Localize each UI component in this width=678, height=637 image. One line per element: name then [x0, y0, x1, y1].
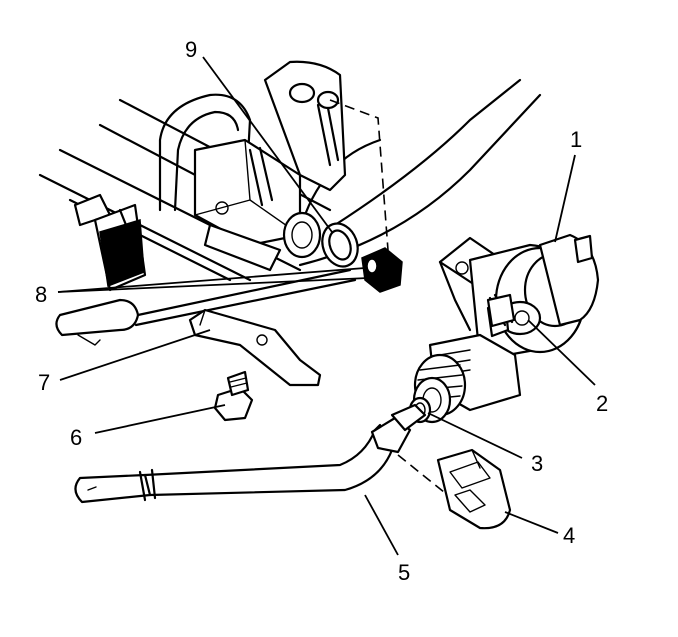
leader-lines	[57, 56, 596, 556]
callout-9: 9	[185, 37, 197, 62]
callout-5: 5	[398, 560, 410, 585]
callout-3: 3	[531, 451, 543, 476]
fuel-return-pipe	[74, 403, 427, 504]
leader-line-7	[59, 329, 211, 381]
leader-line-2	[527, 319, 596, 386]
callout-2: 2	[596, 391, 608, 416]
mounting-bracket	[188, 308, 322, 387]
alignment-line-upper	[329, 99, 389, 251]
fitting-nut	[361, 247, 403, 293]
leader-line-6	[94, 404, 226, 434]
regulator-threaded-body	[412, 333, 522, 424]
callout-1: 1	[570, 127, 582, 152]
regulator-screw	[486, 293, 516, 328]
callout-6: 6	[70, 425, 82, 450]
retainer-clip	[436, 448, 512, 530]
leader-line-8b	[57, 277, 369, 293]
fuel-rail-assembly	[38, 60, 542, 346]
callout-4: 4	[563, 523, 575, 548]
callout-8: 8	[35, 282, 47, 307]
callout-7: 7	[38, 370, 50, 395]
leader-line-5	[364, 494, 399, 556]
leader-line-9	[202, 56, 333, 233]
leader-line-1	[554, 154, 576, 243]
leader-line-3	[427, 412, 523, 459]
bolt	[213, 370, 254, 422]
leader-line-4	[504, 511, 559, 534]
leader-line-8a	[57, 267, 366, 293]
callout-labels: 1 2 3 4 5 6 7 8 9	[35, 37, 608, 585]
o-ring-seal	[321, 222, 359, 268]
